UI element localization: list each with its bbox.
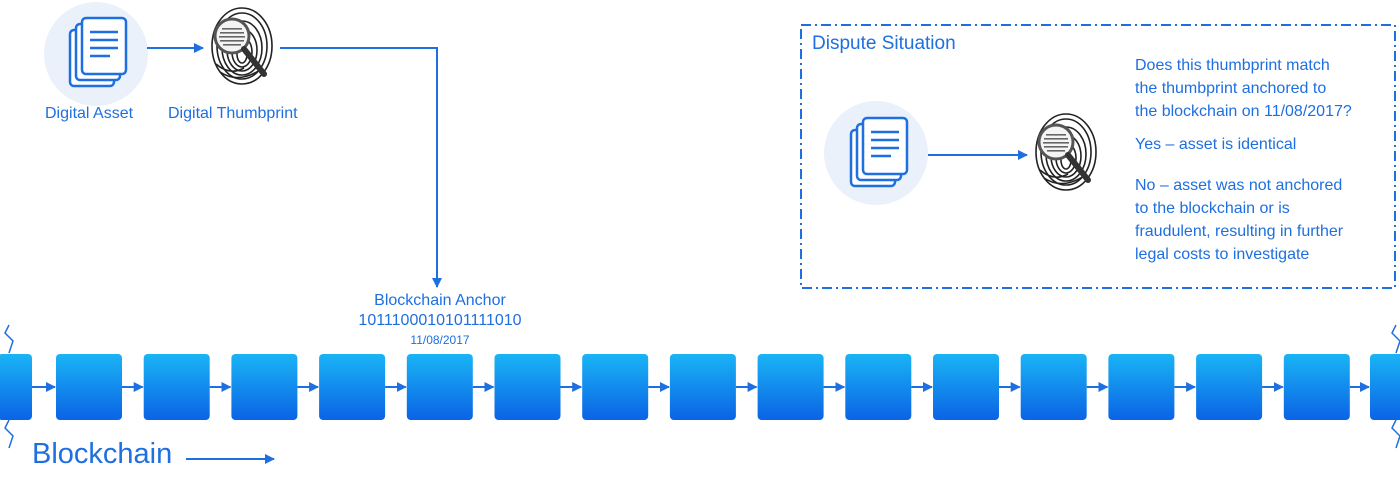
block bbox=[757, 354, 824, 420]
chain-break-right-top-icon bbox=[1391, 324, 1400, 354]
block bbox=[582, 354, 649, 420]
block bbox=[1370, 354, 1400, 420]
block bbox=[1108, 354, 1175, 420]
dispute-question-line: the blockchain on 11/08/2017? bbox=[1135, 103, 1352, 120]
block bbox=[56, 354, 122, 420]
blockchain-chain bbox=[0, 354, 1400, 420]
block bbox=[845, 354, 912, 420]
dispute-question-line: the thumbprint anchored to bbox=[1135, 80, 1327, 97]
block bbox=[406, 354, 473, 420]
dispute-question: Does this thumbprint match the thumbprin… bbox=[1135, 54, 1352, 123]
dispute-no-line: to the blockchain or is bbox=[1135, 200, 1290, 217]
block bbox=[494, 354, 561, 420]
block bbox=[231, 354, 298, 420]
dispute-box-border bbox=[800, 24, 1396, 289]
block bbox=[1020, 354, 1087, 420]
blockchain-title: Blockchain bbox=[32, 438, 173, 470]
block bbox=[669, 354, 736, 420]
block bbox=[319, 354, 386, 420]
block bbox=[1196, 354, 1263, 420]
digital-thumbprint-label: Digital Thumbprint bbox=[168, 105, 298, 122]
anchor-date: 11/08/2017 bbox=[410, 333, 470, 347]
thumbprint-to-anchor-arrow bbox=[280, 47, 442, 288]
chain-break-left-bottom-icon bbox=[4, 419, 14, 449]
block bbox=[143, 354, 210, 420]
dispute-yes-answer: Yes – asset is identical bbox=[1135, 136, 1297, 153]
dispute-fingerprint-icon bbox=[1036, 114, 1096, 190]
anchor-title: Blockchain Anchor bbox=[374, 292, 506, 309]
dispute-title: Dispute Situation bbox=[812, 33, 956, 54]
dispute-no-line: No – asset was not anchored bbox=[1135, 177, 1343, 194]
digital-asset-label: Digital Asset bbox=[45, 105, 134, 122]
digital-asset-icon bbox=[68, 16, 128, 88]
dispute-asset-icon bbox=[849, 116, 909, 188]
dispute-no-line: legal costs to investigate bbox=[1135, 246, 1310, 263]
chain-break-left-top-icon bbox=[4, 324, 14, 354]
dispute-no-line: fraudulent, resulting in further bbox=[1135, 223, 1344, 240]
anchor-hash: 1011100010101111010 bbox=[358, 312, 522, 329]
block bbox=[933, 354, 999, 420]
fingerprint-icon bbox=[212, 8, 272, 84]
dispute-no-answer: No – asset was not anchored to the block… bbox=[1135, 174, 1343, 266]
dispute-question-line: Does this thumbprint match bbox=[1135, 57, 1330, 74]
block bbox=[1283, 354, 1350, 420]
block bbox=[0, 354, 32, 420]
chain-break-right-bottom-icon bbox=[1391, 419, 1400, 449]
